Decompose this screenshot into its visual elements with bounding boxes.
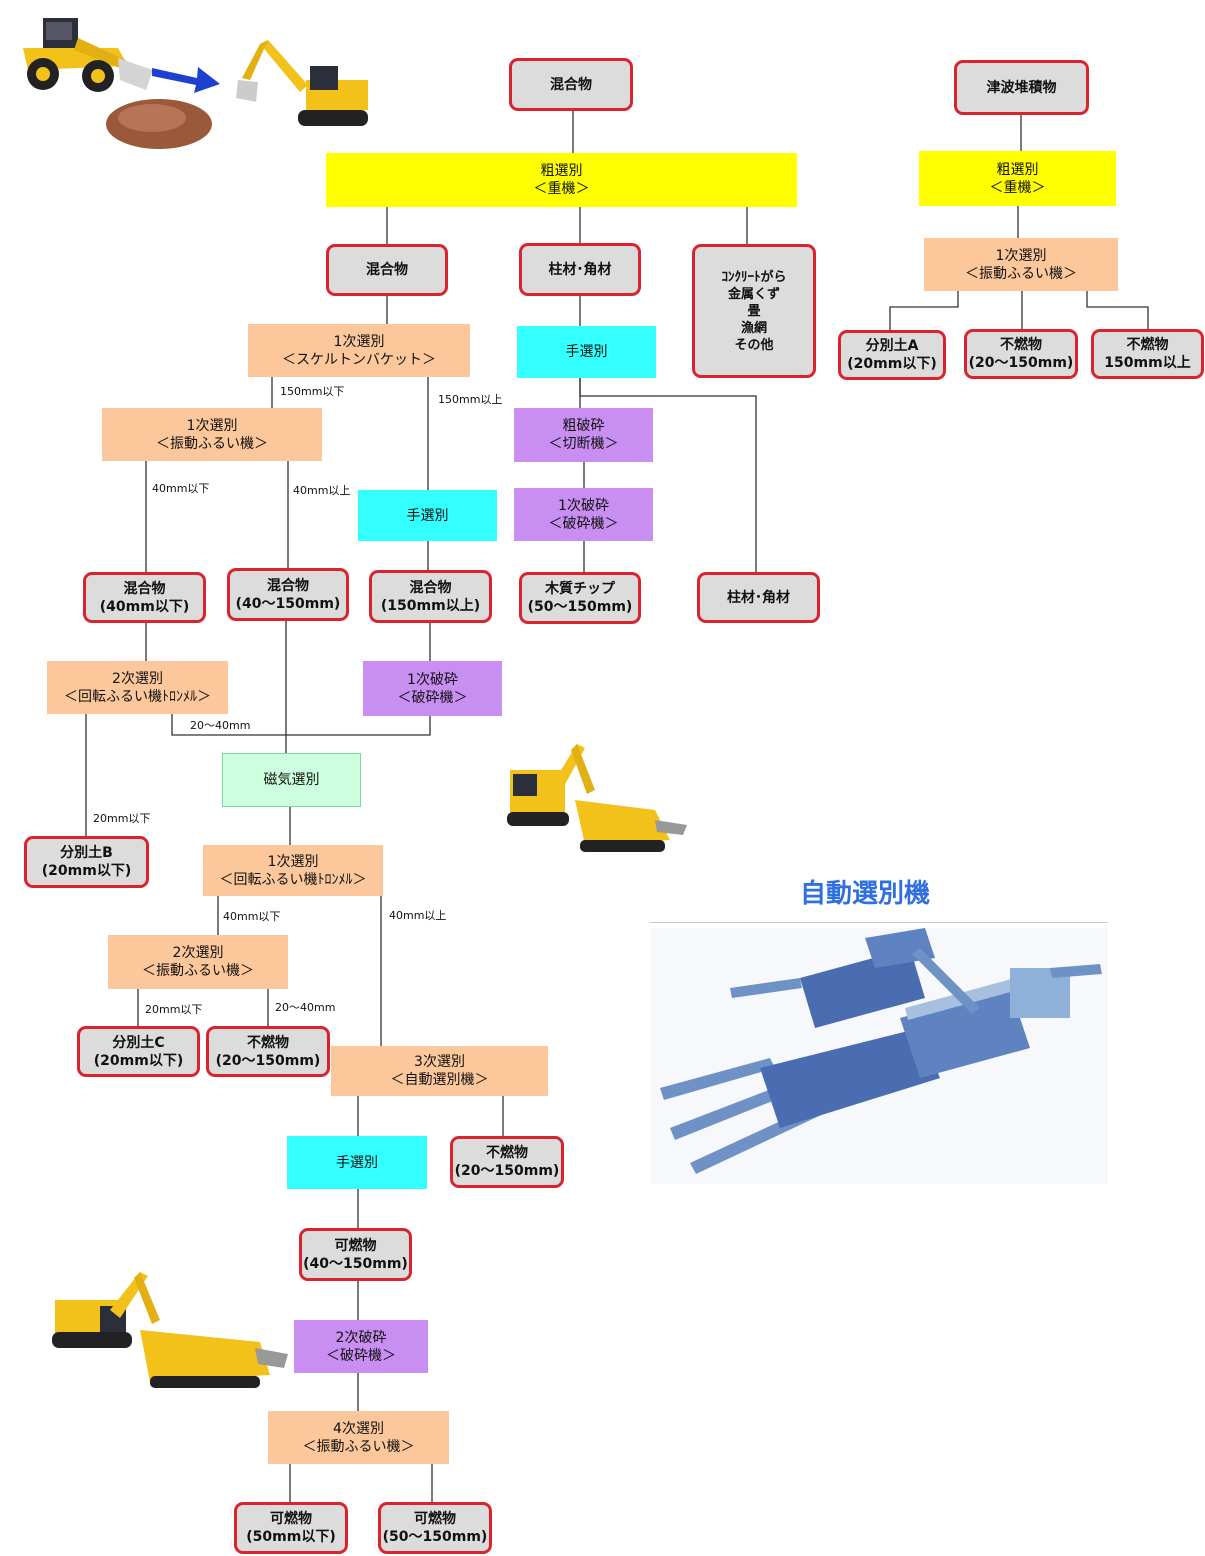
output-soil-a: 分別土A (20mm以下): [838, 330, 946, 380]
vibrating-screen-2: 2次選別 ＜振動ふるい機＞: [108, 935, 288, 989]
hand-sorting-1: 手選別: [517, 326, 656, 378]
skeleton-bucket-sorting: 1次選別 ＜スケルトンバケット＞: [248, 324, 470, 377]
label-20-below-b: 20mm以下: [145, 1003, 203, 1016]
output-noncombustible-mid: 不燃物 (20～150mm): [964, 329, 1078, 379]
output-pillars: 柱材･角材: [519, 243, 641, 296]
output-mixed: 混合物: [326, 244, 448, 296]
output-soil-c: 分別土C (20mm以下): [77, 1026, 200, 1077]
label-150-below: 150mm以下: [280, 385, 345, 398]
label-20-40-a: 20～40mm: [190, 719, 251, 732]
output-concrete-misc: ｺﾝｸﾘｰﾄがら 金属くず 畳 漁網 その他: [692, 244, 816, 378]
output-pillars-2: 柱材･角材: [697, 572, 820, 623]
label-40-below-b: 40mm以下: [223, 910, 281, 923]
hand-sorting-2: 手選別: [358, 490, 497, 541]
output-noncombustible-1: 不燃物 (20～150mm): [206, 1026, 330, 1077]
label-40-above: 40mm以上: [293, 484, 351, 497]
divider: [650, 922, 1108, 923]
output-combustible-50-150: 可燃物 (50～150mm): [378, 1502, 492, 1554]
right-vibrating-screen: 1次選別 ＜振動ふるい機＞: [924, 238, 1118, 291]
excavator-crusher-icon: [507, 744, 687, 852]
label-40-below: 40mm以下: [152, 482, 210, 495]
label-150-above: 150mm以上: [438, 393, 503, 406]
excavator-icon: [236, 40, 368, 126]
label-20-below-a: 20mm以下: [93, 812, 151, 825]
vibrating-screen-4: 4次選別 ＜振動ふるい機＞: [268, 1411, 449, 1464]
label-20-40-b: 20～40mm: [275, 1001, 336, 1014]
machine-title: 自動選別機: [800, 878, 931, 908]
automatic-sorting-tertiary: 3次選別 ＜自動選別機＞: [331, 1046, 548, 1096]
automatic-sorting-machine-icon: [650, 928, 1108, 1184]
excavator-crusher-icon: [52, 1272, 288, 1388]
wheel-loader-icon: [23, 18, 153, 92]
secondary-crushing: 2次破砕 ＜破砕機＞: [294, 1320, 428, 1373]
primary-crushing-2: 1次破砕 ＜破砕機＞: [363, 661, 502, 716]
arrow-right-icon: [152, 67, 220, 93]
output-wood-chip: 木質チップ (50～150mm): [519, 572, 641, 624]
output-mixed-150: 混合物 (150mm以上): [369, 570, 492, 623]
output-combustible-50: 可燃物 (50mm以下): [234, 1502, 348, 1554]
trommel-primary: 1次選別 ＜回転ふるい機ﾄﾛﾝﾒﾙ＞: [203, 845, 383, 896]
label-40-above-b: 40mm以上: [389, 909, 447, 922]
output-combustible-40-150: 可燃物 (40～150mm): [299, 1228, 412, 1281]
output-noncombustible-large: 不燃物 150mm以上: [1091, 329, 1204, 379]
soil-pile-icon: [106, 99, 212, 149]
input-tsunami-deposit: 津波堆積物: [954, 60, 1089, 115]
input-mixed: 混合物: [509, 58, 633, 111]
coarse-crushing: 粗破砕 ＜切断機＞: [514, 408, 653, 462]
output-noncombustible-2: 不燃物 (20～150mm): [450, 1136, 564, 1188]
output-mixed-40: 混合物 (40mm以下): [83, 572, 206, 623]
hand-sorting-3: 手選別: [287, 1136, 427, 1189]
magnetic-sorting: 磁気選別: [222, 753, 361, 807]
vibrating-screen-1: 1次選別 ＜振動ふるい機＞: [102, 408, 322, 461]
trommel-secondary: 2次選別 ＜回転ふるい機ﾄﾛﾝﾒﾙ＞: [47, 661, 228, 714]
output-mixed-40-150: 混合物 (40～150mm): [227, 568, 349, 621]
primary-crushing-wood: 1次破砕 ＜破砕機＞: [514, 488, 653, 541]
right-coarse-sorting: 粗選別 ＜重機＞: [919, 151, 1116, 206]
coarse-sorting-heavy: 粗選別 ＜重機＞: [326, 153, 797, 207]
output-soil-b: 分別土B (20mm以下): [24, 836, 149, 888]
